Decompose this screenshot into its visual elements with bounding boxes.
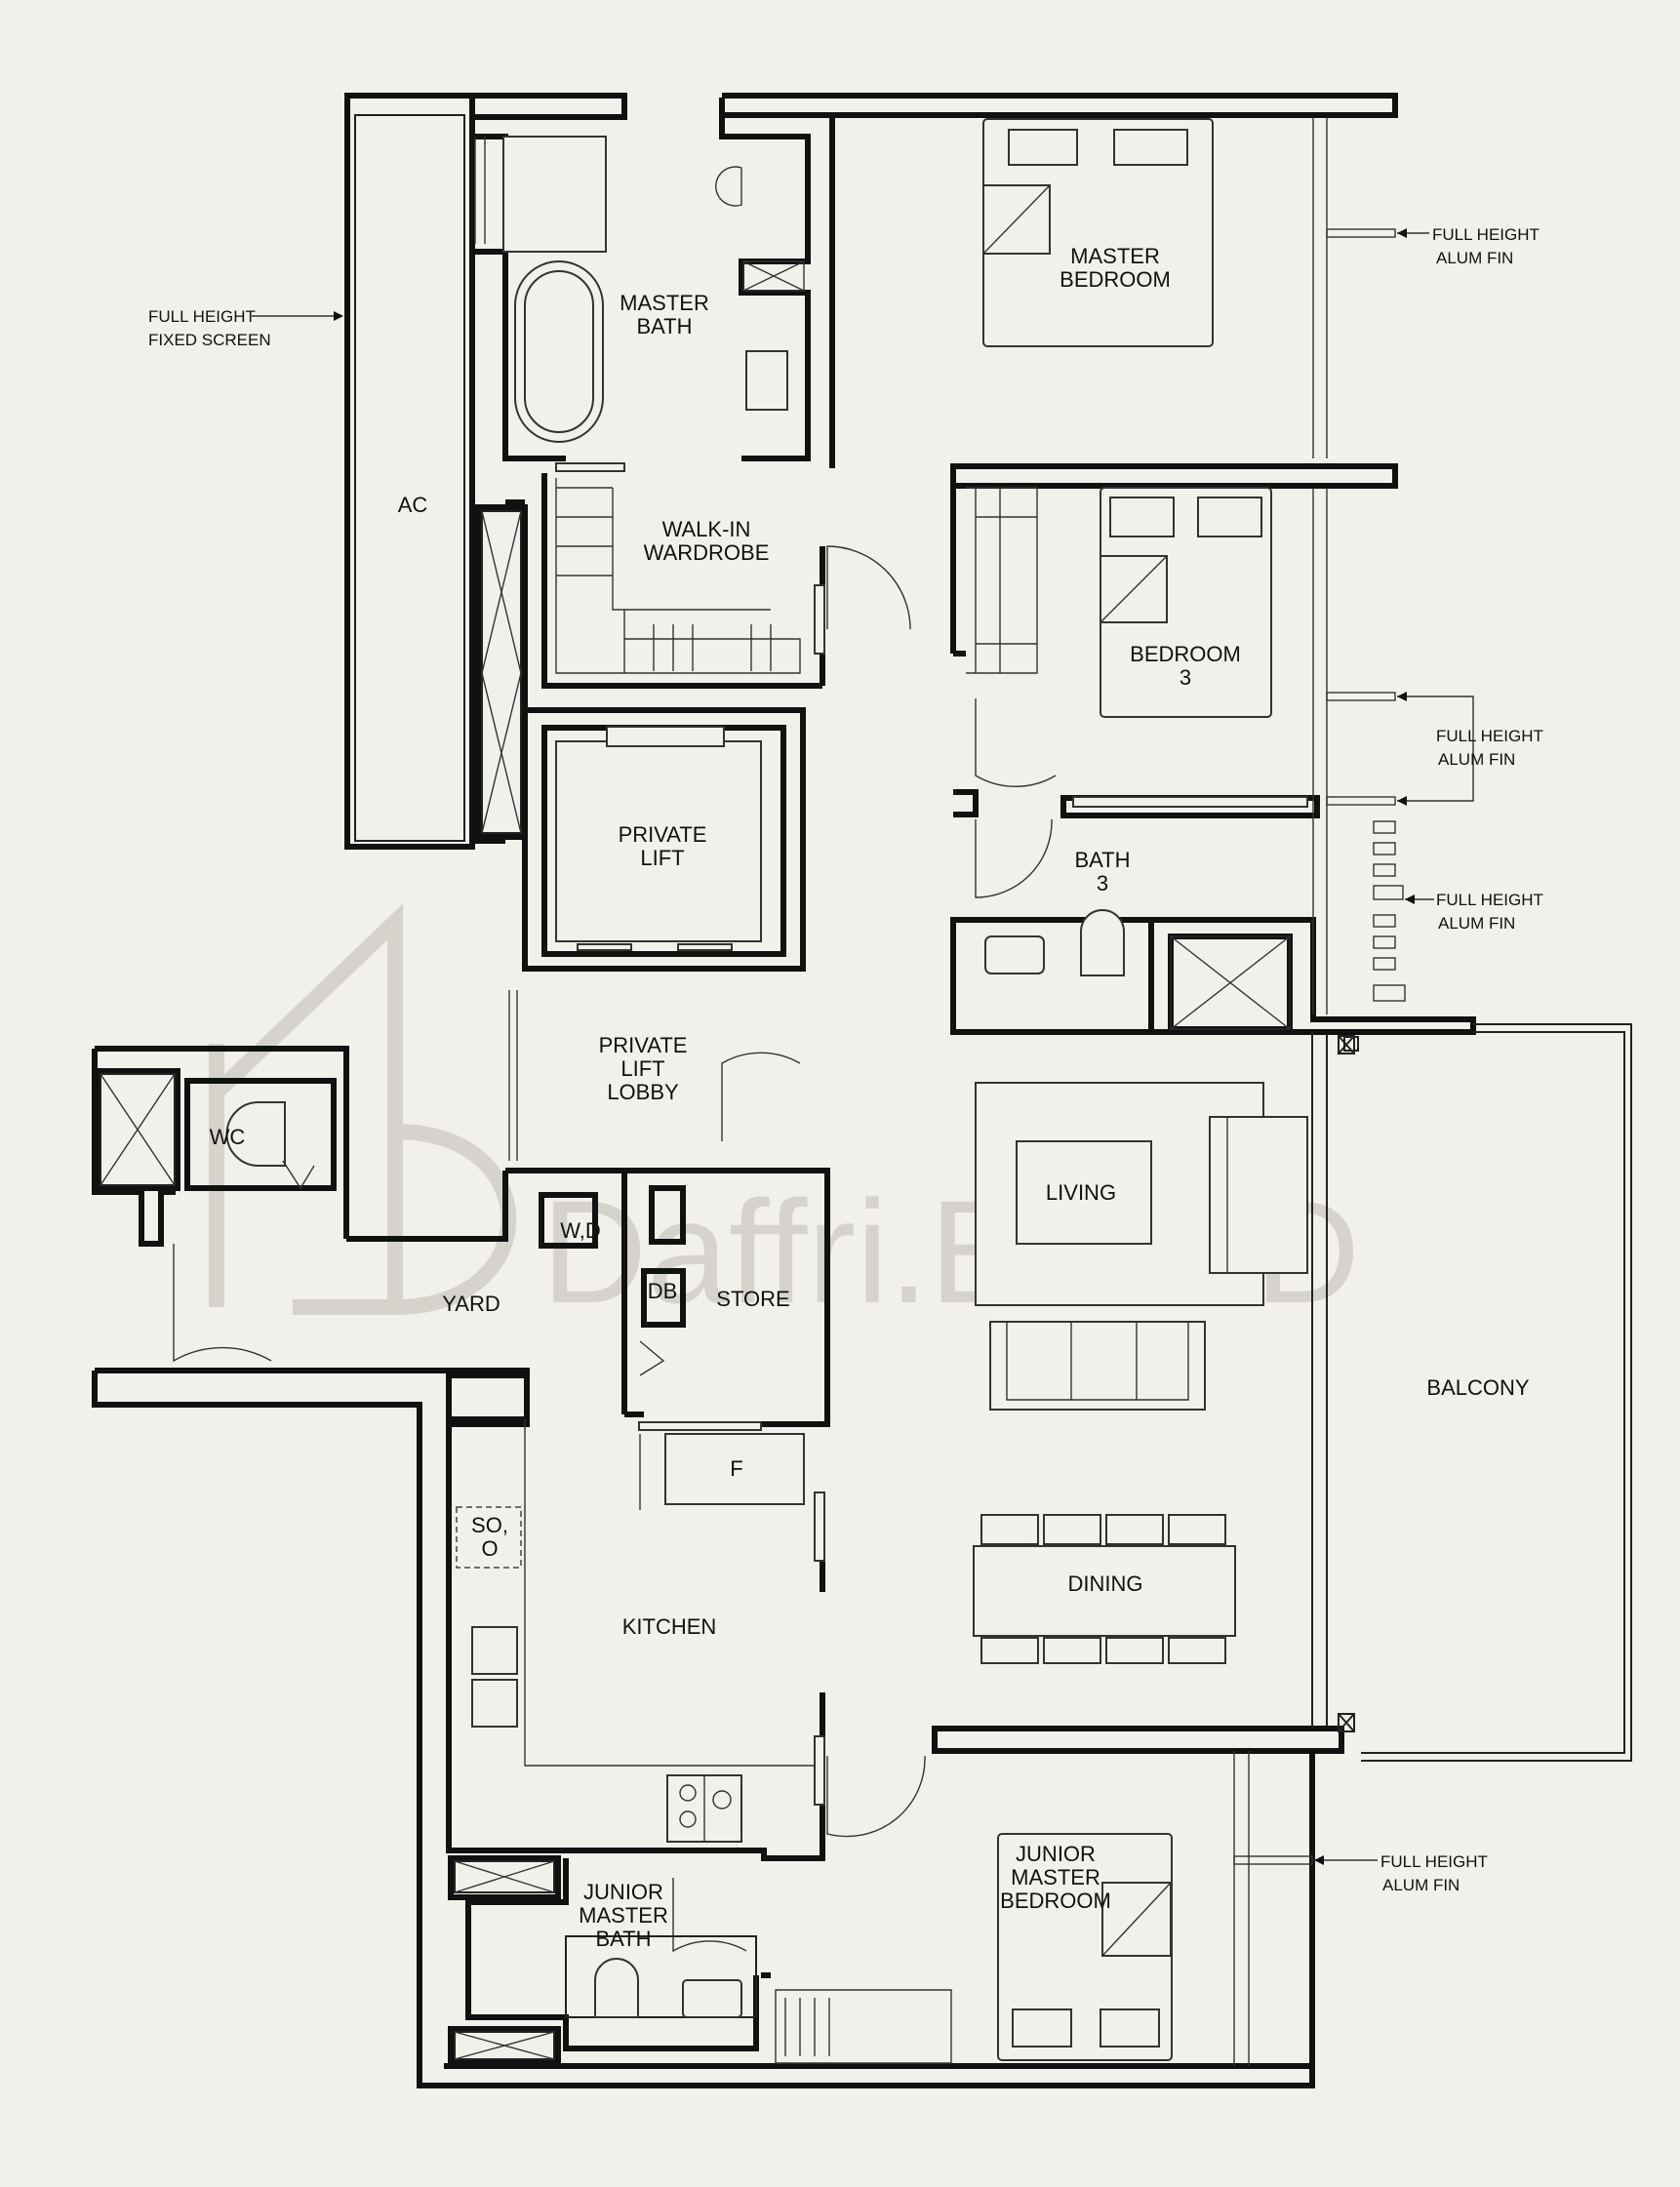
note-alum-fin-3a: FULL HEIGHT (1436, 891, 1543, 909)
label-wc: WC (210, 1125, 246, 1149)
label-so-2: O (481, 1536, 498, 1561)
label-kitchen: KITCHEN (622, 1614, 717, 1639)
label-jmbed-1: JUNIOR (1016, 1842, 1096, 1866)
label-bedroom3-2: 3 (1180, 665, 1191, 690)
label-lobby-3: LOBBY (607, 1080, 679, 1104)
room-labels: MASTER BEDROOM MASTER BATH AC WALK-IN WA… (210, 244, 1530, 1951)
note-fixed-screen-2: FIXED SCREEN (148, 331, 271, 349)
label-store: STORE (716, 1287, 789, 1311)
label-master-bedroom-2: BEDROOM (1060, 267, 1171, 292)
label-jmbath-3: BATH (595, 1927, 651, 1951)
label-walk-in-2: WARDROBE (644, 540, 770, 565)
label-jmbed-3: BEDROOM (1000, 1889, 1111, 1913)
note-alum-fin-3b: ALUM FIN (1438, 914, 1515, 933)
label-yard: YARD (442, 1292, 500, 1316)
annotations: FULL HEIGHT FIXED SCREEN FULL HEIGHT ALU… (148, 225, 1543, 1894)
label-so-1: SO, (471, 1513, 508, 1537)
label-ac: AC (398, 493, 428, 517)
glazing (474, 117, 1406, 2066)
note-alum-fin-2a: FULL HEIGHT (1436, 727, 1543, 745)
label-walk-in-1: WALK-IN (662, 517, 751, 541)
label-lift-2: LIFT (640, 846, 684, 870)
note-alum-fin-2b: ALUM FIN (1438, 750, 1515, 769)
label-jmbath-1: JUNIOR (583, 1880, 663, 1904)
label-jmbed-2: MASTER (1011, 1865, 1100, 1889)
label-master-bath-2: BATH (636, 314, 692, 338)
note-alum-fin-1a: FULL HEIGHT (1432, 225, 1540, 244)
doors (173, 462, 1308, 1953)
label-dining: DINING (1068, 1571, 1143, 1596)
label-master-bedroom-1: MASTER (1070, 244, 1160, 268)
note-alum-fin-1b: ALUM FIN (1436, 249, 1513, 267)
walls (92, 93, 1632, 2088)
label-lobby-1: PRIVATE (599, 1033, 688, 1057)
note-alum-fin-4a: FULL HEIGHT (1380, 1852, 1488, 1871)
label-wd: W,D (560, 1218, 601, 1243)
label-db: DB (648, 1279, 678, 1303)
label-jmbath-2: MASTER (579, 1903, 668, 1928)
label-balcony: BALCONY (1426, 1375, 1529, 1400)
note-alum-fin-4b: ALUM FIN (1382, 1876, 1460, 1894)
ac-ledge (344, 93, 475, 850)
label-bath3-1: BATH (1074, 848, 1130, 872)
label-fridge: F (730, 1456, 742, 1481)
furniture (100, 118, 1359, 2064)
label-lift-1: PRIVATE (619, 822, 707, 847)
label-lobby-2: LIFT (620, 1056, 664, 1081)
label-living: LIVING (1046, 1180, 1116, 1205)
label-bath3-2: 3 (1097, 871, 1108, 895)
label-bedroom3-1: BEDROOM (1130, 642, 1241, 666)
note-fixed-screen-1: FULL HEIGHT (148, 307, 256, 326)
label-master-bath-1: MASTER (620, 291, 709, 315)
